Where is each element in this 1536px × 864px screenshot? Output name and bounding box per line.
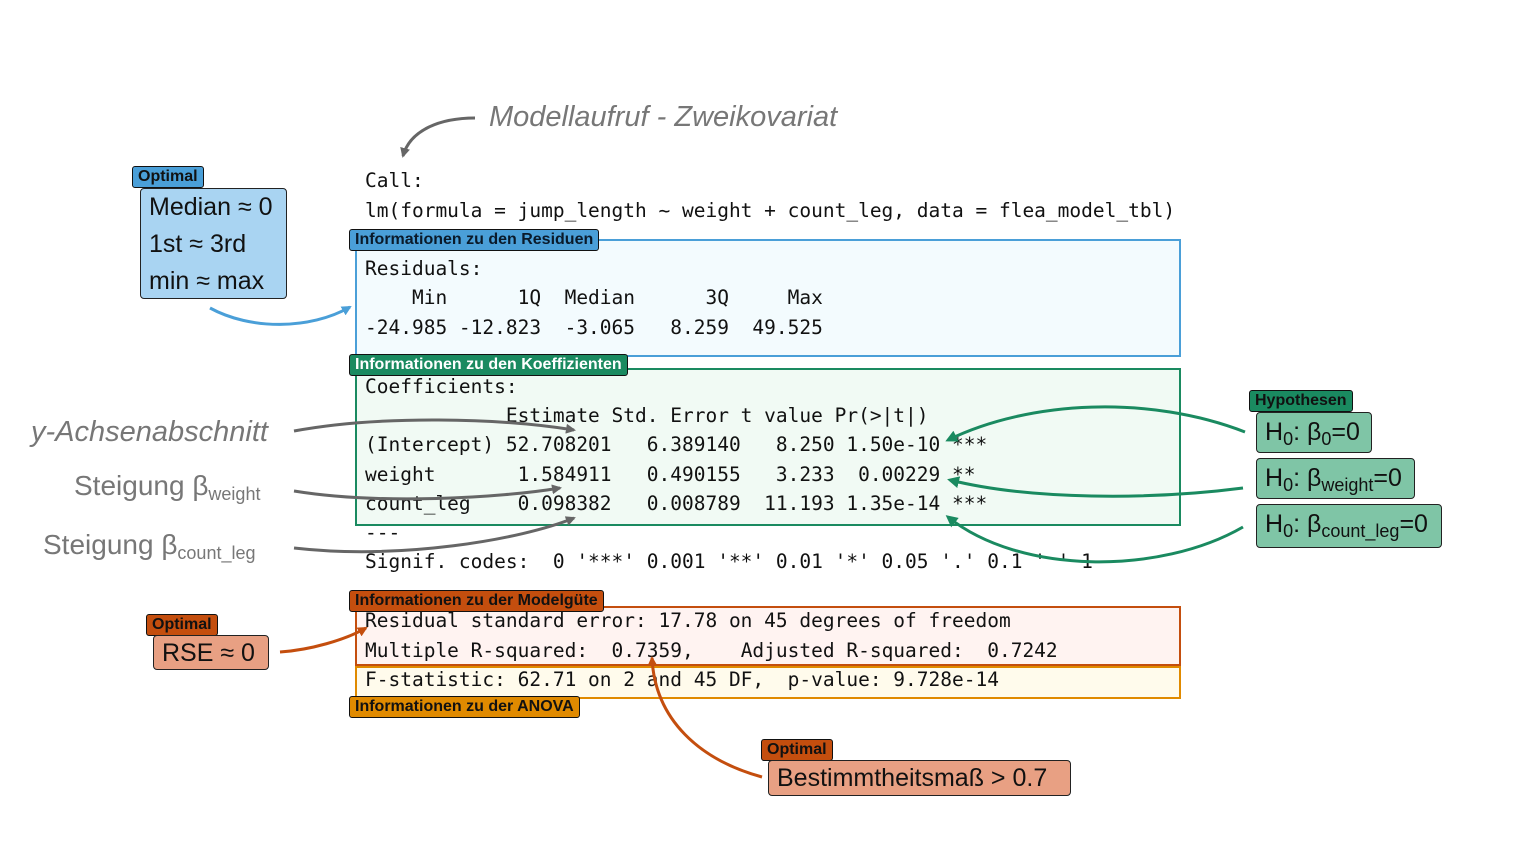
hyp-weight-h: H [1265,464,1284,492]
hyp-intercept-h: H [1265,418,1284,446]
hyp-intercept-colon: : β [1293,418,1322,446]
hyp-weight-arrow [947,476,1244,498]
hyp-weight-h-sub: 0 [1283,475,1294,495]
residuals-optimal-box: Median ≈ 0 1st ≈ 3rd min ≈ max [140,188,287,299]
coefficients-section-tag: Informationen zu den Koeffizienten [349,354,628,376]
call-header: Call: [365,169,424,192]
hyp-weight-beta: : β [1293,464,1322,492]
slope-count-leg-sub: count_leg [177,543,256,563]
hyp-intercept-beta-sub: 0 [1321,429,1332,449]
slope-weight-prefix: Steigung β [74,470,209,501]
slope-weight-label: Steigung βweight [74,470,261,504]
coefficients-columns: Estimate Std. Error t value Pr(>|t|) [365,404,976,427]
hyp-count-leg-arrow [945,515,1244,564]
rse-arrow [279,626,368,654]
slope-count-leg-arrow [293,516,576,554]
hypotheses-tag: Hypothesen [1249,390,1353,412]
f-statistic: F-statistic: 62.71 on 2 and 45 DF, p-val… [365,668,999,691]
intercept-label: y-Achsenabschnitt [31,416,268,448]
r-squared: Multiple R-squared: 0.7359, Adjusted R-s… [365,639,1070,662]
coefficients-header: Coefficients: [365,375,518,398]
title-arrow [400,116,476,158]
hyp-intercept-rest: =0 [1331,418,1360,446]
separator: --- [365,521,401,544]
hypothesis-weight-box: H0: βweight=0 [1256,458,1415,499]
residuals-columns: Min 1Q Median 3Q Max [365,286,835,309]
slope-count-leg-label: Steigung βcount_leg [43,529,256,563]
residual-standard-error: Residual standard error: 17.78 on 45 deg… [365,609,1011,632]
hyp-weight-beta-sub: weight [1321,475,1374,495]
rse-optimal-tag: Optimal [146,614,218,636]
fit-section-tag: Informationen zu der Modelgüte [349,590,604,612]
r2-arrow [647,656,763,779]
residuals-header: Residuals: [365,257,483,280]
hypothesis-count-leg-box: H0: βcount_leg=0 [1256,504,1442,548]
coefficients-panel [355,368,1181,526]
residuals-optimal-minmax: min ≈ max [149,267,265,295]
hyp-weight-rest: =0 [1373,464,1402,492]
page-title: Modellaufruf - Zweikovariat [489,101,838,133]
coef-row-intercept: (Intercept) 52.708201 6.389140 8.250 1.5… [365,433,988,456]
residuals-optimal-tag: Optimal [132,166,204,188]
hyp-count-beta: : β [1293,510,1322,538]
slope-weight-sub: weight [208,484,261,504]
rse-optimal-box: RSE ≈ 0 [153,635,269,670]
r2-optimal-tag: Optimal [761,739,833,761]
residuals-panel [355,239,1181,357]
residuals-optimal-quartiles: 1st ≈ 3rd [149,230,247,258]
residuals-optimal-median: Median ≈ 0 [149,193,273,221]
hyp-count-h: H [1265,510,1284,538]
r2-optimal-box: Bestimmtheitsmaß > 0.7 [768,760,1071,796]
hyp-intercept-arrow [945,405,1246,442]
hyp-count-beta-sub: count_leg [1321,521,1400,541]
anova-panel [355,666,1181,699]
residuals-arrow [209,305,352,326]
coef-row-weight: weight 1.584911 0.490155 3.233 0.00229 *… [365,463,988,486]
call-formula: lm(formula = jump_length ~ weight + coun… [365,199,1176,222]
residuals-section-tag: Informationen zu den Residuen [349,229,600,251]
residuals-values: -24.985 -12.823 -3.065 8.259 49.525 [365,316,835,339]
slope-count-leg-prefix: Steigung β [43,529,178,560]
hyp-count-rest: =0 [1399,510,1428,538]
hyp-count-h-sub: 0 [1283,521,1294,541]
signif-codes: Signif. codes: 0 '***' 0.001 '**' 0.01 '… [365,550,1093,573]
hypothesis-intercept-box: H0: β0=0 [1256,412,1372,453]
fit-panel [355,606,1181,666]
intercept-arrow [293,418,576,434]
slope-weight-arrow [293,484,562,501]
anova-section-tag: Informationen zu der ANOVA [349,696,580,718]
hyp-intercept-h-sub: 0 [1283,429,1294,449]
